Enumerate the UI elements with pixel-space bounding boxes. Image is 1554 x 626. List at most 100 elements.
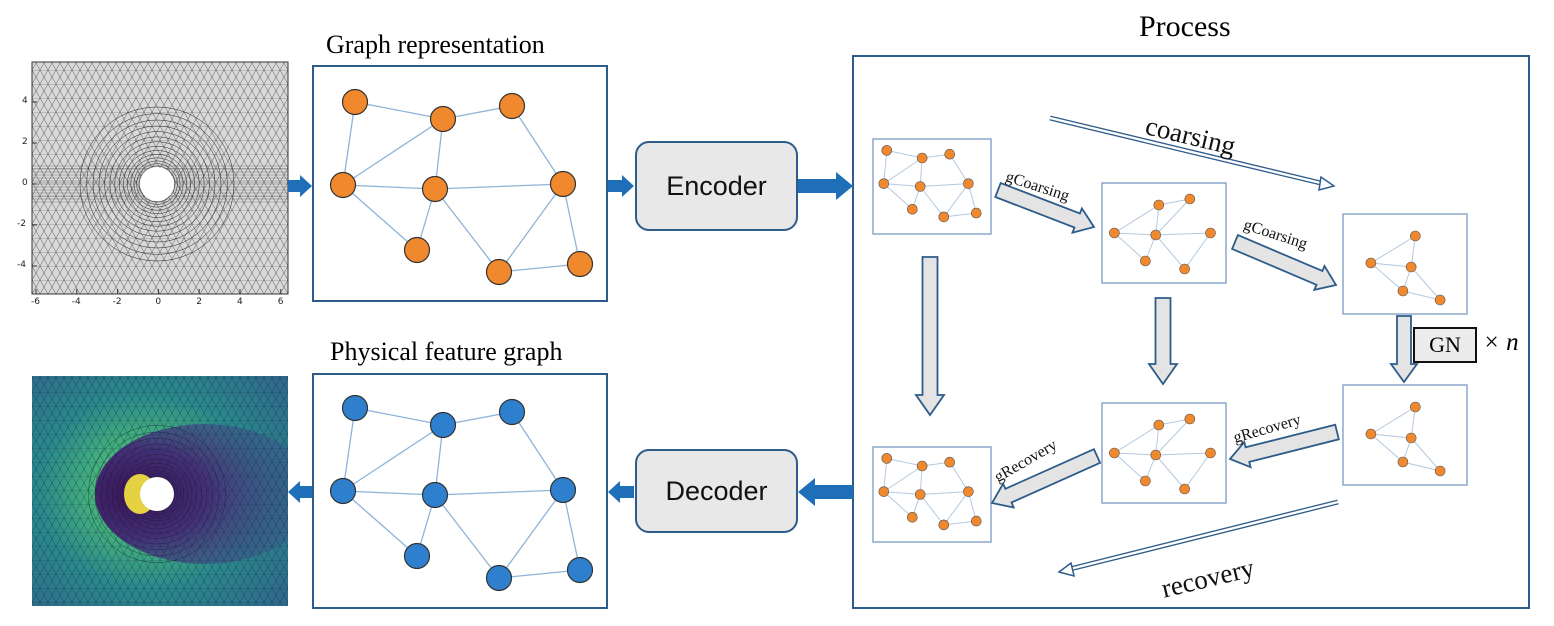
process-graph-edge <box>1114 452 1146 482</box>
process-graph-edge <box>943 491 969 526</box>
physical-feature-graph-node <box>498 398 526 426</box>
physical-feature-graph-edge <box>354 407 444 426</box>
physical-feature-graph-edge <box>342 424 444 492</box>
physical-feature-graph-edge <box>342 490 436 496</box>
process-graph-edge <box>1155 232 1211 236</box>
process-graph-edge <box>886 149 923 159</box>
process-graph-coarse-2 <box>1342 213 1468 315</box>
process-graph-edge <box>1155 198 1191 236</box>
gn-block: GN <box>1413 327 1477 363</box>
process-graph-full-bottom <box>872 446 992 543</box>
graph-representation-edge <box>511 105 564 185</box>
process-graph-edge <box>949 461 969 492</box>
process-graph-node <box>944 148 956 160</box>
process-graph-node <box>881 145 893 156</box>
process-graph-full-top <box>872 138 992 235</box>
process-graph-node <box>1205 447 1216 459</box>
process-graph-node <box>1434 294 1446 306</box>
graph-representation-node <box>566 250 594 278</box>
arrow-encoder-to-process <box>798 172 853 200</box>
g-recovery-arrow-2 <box>990 448 1102 509</box>
process-graph-node <box>1179 263 1190 275</box>
mesh-x-tick: 6 <box>277 297 284 307</box>
process-title: Process <box>1139 10 1231 43</box>
process-graph-node <box>907 204 918 215</box>
process-graph-node <box>1109 447 1120 459</box>
physical-feature-graph-edge <box>342 407 356 492</box>
graph-representation-edge <box>562 183 581 265</box>
graph-representation-edge <box>434 183 564 190</box>
mesh-y-tick: 0 <box>22 178 28 188</box>
process-graph-edge <box>1155 234 1186 270</box>
process-graph-coarse-1 <box>1101 182 1227 284</box>
process-graph-node <box>1150 229 1162 241</box>
process-graph-edge <box>1370 406 1416 435</box>
skip-arrow-full <box>914 256 946 417</box>
process-graph-edge <box>1155 454 1186 490</box>
arrow-process-to-decoder <box>798 478 853 506</box>
process-graph-node <box>1365 257 1377 269</box>
process-graph-recovered-small <box>1342 384 1468 486</box>
mesh-x-tick: -2 <box>112 297 122 307</box>
mesh-y-tick: 4 <box>22 96 28 106</box>
process-graph-edge <box>1114 204 1160 234</box>
process-graph-node <box>878 178 890 189</box>
physical-feature-graph-edge <box>498 569 581 579</box>
process-graph-edge <box>883 150 888 184</box>
decoder-block: Decoder <box>635 449 798 533</box>
graph-representation-edge <box>342 118 444 186</box>
mesh-x-tick: -4 <box>71 297 81 307</box>
process-graph-edge <box>1114 232 1146 262</box>
process-graph-node <box>916 152 928 164</box>
process-graph-node <box>1140 475 1151 487</box>
process-graph-node <box>1184 193 1196 205</box>
physical-feature-graph-edge <box>434 494 500 579</box>
process-graph-edge <box>1184 232 1211 270</box>
physical-feature-graph-title: Physical feature graph <box>330 337 563 366</box>
process-graph-edge <box>883 183 913 210</box>
process-graph-node <box>1153 199 1165 211</box>
process-graph-edge <box>943 183 969 218</box>
process-graph-node <box>1434 465 1446 477</box>
process-graph-node <box>1179 483 1190 495</box>
output-flow-field-image <box>32 376 288 606</box>
graph-representation-node <box>403 236 431 264</box>
process-graph-node <box>881 453 893 464</box>
process-graph-edge <box>883 491 913 518</box>
physical-feature-graph-edge <box>342 490 418 557</box>
process-graph-edge <box>920 491 969 495</box>
process-graph-node <box>1397 456 1409 468</box>
graph-representation-edge <box>498 183 564 273</box>
process-graph-edge <box>1114 452 1156 456</box>
process-graph-node <box>963 486 974 497</box>
graph-representation-node <box>341 88 369 116</box>
physical-feature-graph-edge <box>498 489 564 579</box>
process-graph-node <box>1140 255 1151 267</box>
physical-feature-graph-node <box>403 542 431 570</box>
graph-representation-edge <box>342 184 436 190</box>
mesh-y-tick: -4 <box>17 260 26 270</box>
graph-representation-edge <box>434 188 500 273</box>
graph-representation <box>329 88 594 286</box>
process-graph-edge <box>1370 235 1416 264</box>
process-graph-edge <box>883 157 923 185</box>
mesh-x-tick: -6 <box>31 297 40 307</box>
process-graph-edge <box>883 465 923 493</box>
graph-representation-node <box>485 258 513 286</box>
graph-representation-edge <box>342 101 356 186</box>
physical-feature-graph-node <box>485 564 513 592</box>
process-graph-node <box>1150 449 1162 461</box>
mesh-y-tick: 2 <box>22 137 28 147</box>
process-graph-node <box>970 207 982 219</box>
gn-down-arrow <box>1389 315 1419 384</box>
physical-feature-graph-edge <box>434 489 564 496</box>
pipeline-arrows <box>288 172 853 506</box>
process-graph-edge <box>886 457 923 467</box>
arrow-mesh-to-graph <box>288 175 312 197</box>
process-graph-node <box>878 486 890 497</box>
process-graph-node <box>916 460 928 472</box>
process-graph-node <box>1405 432 1417 444</box>
process-graph-node <box>970 515 982 527</box>
coarsing-long-arrow <box>1049 115 1336 192</box>
encoder-block: Encoder <box>635 141 798 231</box>
